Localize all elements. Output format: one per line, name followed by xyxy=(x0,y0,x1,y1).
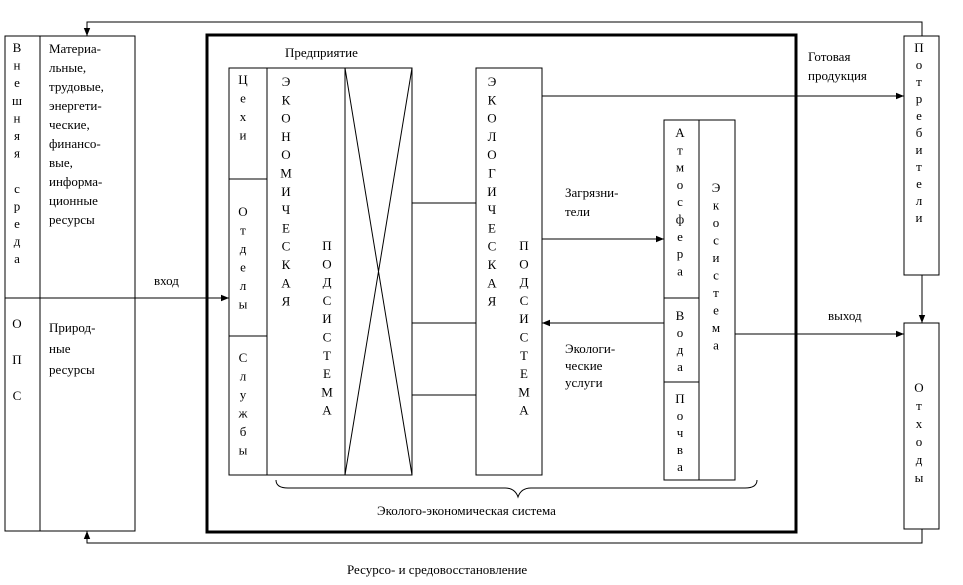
external-environment-box xyxy=(4,35,136,532)
eco-economic-system-frame xyxy=(205,33,798,534)
economic-subsystem-box xyxy=(266,67,346,476)
restoration-label: Ресурсо- и средовосстановление xyxy=(347,562,527,577)
svg-text:ОПС: ОПС xyxy=(12,316,21,403)
system-label: Эколого-экономическая система xyxy=(377,503,556,518)
enterprise-label: Предприятие xyxy=(285,45,358,60)
system-brace xyxy=(275,479,758,499)
waste-box xyxy=(903,322,940,530)
units-column xyxy=(228,67,268,476)
input-label: вход xyxy=(154,273,179,288)
svg-text:Материа-льные,трудовые,энергет: Материа-льные,трудовые,энергети-ческие,ф… xyxy=(49,41,104,227)
output-label: выход xyxy=(828,308,862,323)
ecological-subsystem-box xyxy=(475,67,543,476)
cross-line-2 xyxy=(344,67,413,476)
svg-text:Загрязни-тели: Загрязни-тели xyxy=(565,185,618,219)
pollutants-label: Загрязни-тели xyxy=(565,185,618,219)
resources-text: Материа-льные,трудовые,энергети-ческие,ф… xyxy=(49,41,104,227)
consumers-box xyxy=(903,35,940,276)
top-feedback-arrow xyxy=(83,21,923,36)
restoration-arrow xyxy=(83,529,923,544)
